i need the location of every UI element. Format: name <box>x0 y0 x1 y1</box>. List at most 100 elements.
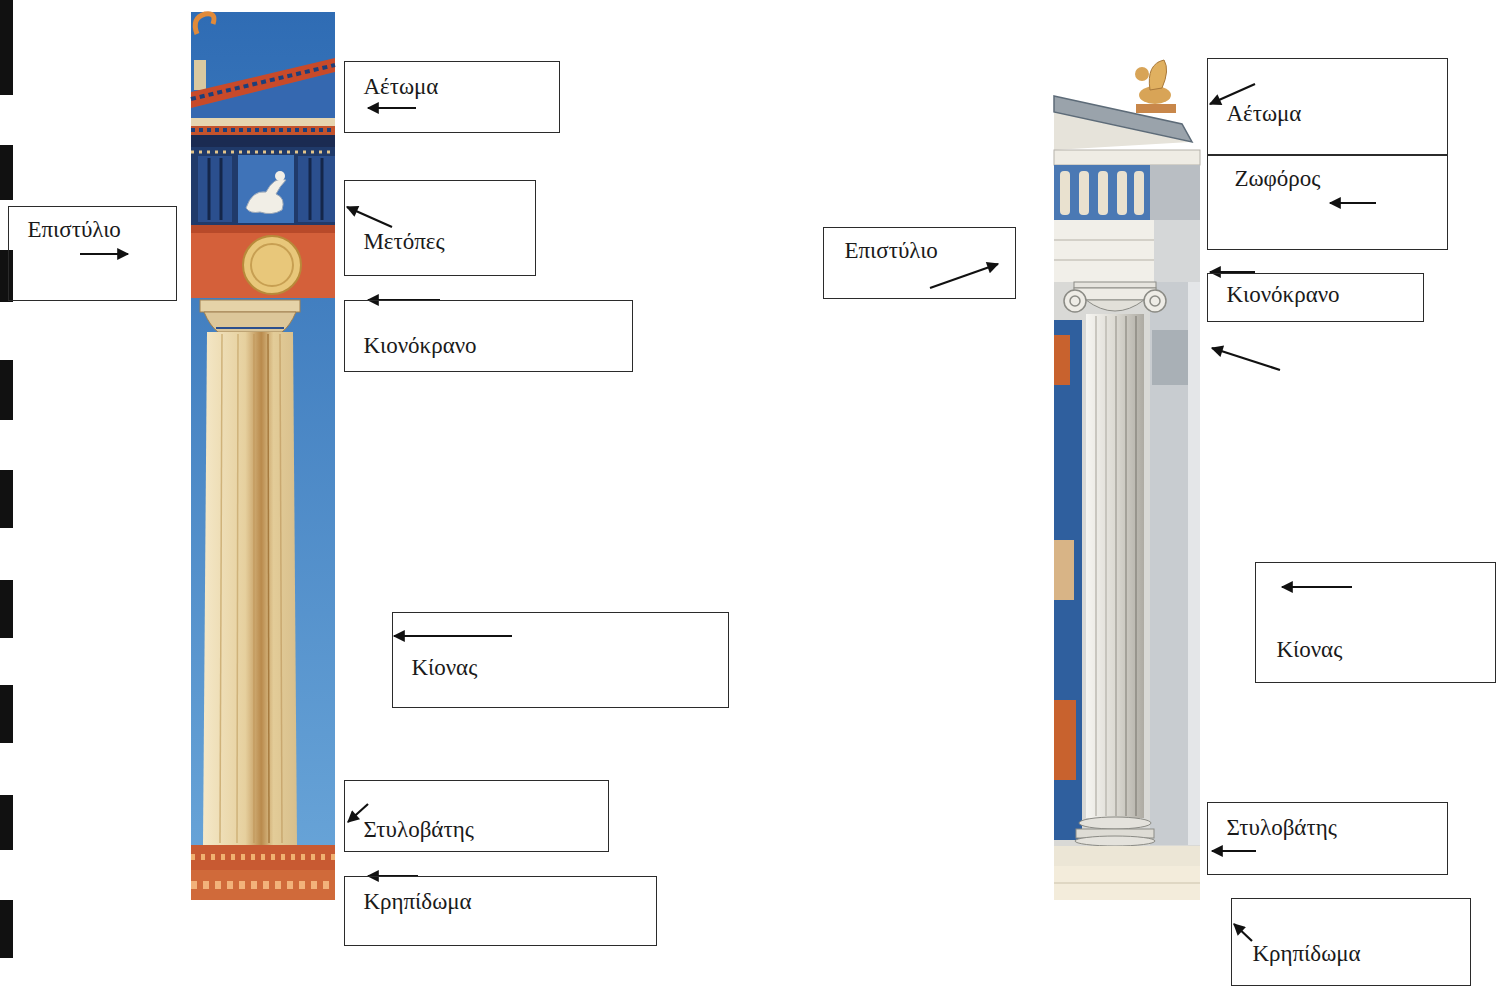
frieze-figure <box>1098 171 1108 215</box>
label-box: Κιονόκρανο <box>1207 273 1424 322</box>
leader-arrow <box>1330 202 1376 204</box>
painted-wall <box>1054 320 1082 840</box>
metope <box>238 155 294 223</box>
label-box: Στυλοβάτης <box>344 780 609 852</box>
wall-background <box>1054 150 1200 900</box>
volute-eye <box>1070 296 1080 306</box>
part-label: Επιστύλιο <box>27 217 120 243</box>
part-label: Στυλοβάτης <box>363 817 473 843</box>
flute <box>1115 316 1117 816</box>
fascia-line <box>1054 239 1154 241</box>
roof-sima <box>191 58 335 108</box>
painted-figure <box>1054 540 1074 600</box>
architrave <box>191 233 335 298</box>
binding-mark <box>0 580 13 638</box>
triglyph-groove <box>321 158 324 220</box>
leader-arrow <box>1212 348 1280 370</box>
frieze-figure <box>1117 171 1127 215</box>
fascia-line <box>1054 259 1154 261</box>
column-base-torus <box>1075 836 1155 846</box>
binding-mark <box>0 145 13 200</box>
part-label: Αέτωμα <box>1226 101 1301 127</box>
triglyph <box>198 156 232 222</box>
dentils <box>191 128 335 132</box>
label-box: Κρηπίδωμα <box>1231 898 1471 986</box>
binding-mark <box>0 795 13 850</box>
leader-arrow <box>368 107 416 109</box>
shield-rim <box>251 244 293 286</box>
part-label: Επιστύλιο <box>844 238 937 264</box>
part-label: Κιονόκρανο <box>1226 282 1339 308</box>
krepidoma-pattern <box>191 881 335 889</box>
part-label: Αέτωμα <box>363 74 438 100</box>
taenia <box>191 225 335 233</box>
binding-marks <box>0 0 13 958</box>
echinus <box>1086 300 1144 311</box>
abacus <box>1074 282 1156 288</box>
flute <box>1125 316 1127 816</box>
flute <box>1105 316 1107 816</box>
part-label: Κίονας <box>411 655 477 681</box>
flute <box>280 334 282 843</box>
part-label: Στυλοβάτης <box>1226 815 1336 841</box>
stylobate <box>191 845 335 870</box>
label-box: Στυλοβάτης <box>1207 802 1448 875</box>
label-box: Μετόπες <box>344 180 536 276</box>
side-wall <box>1150 165 1200 845</box>
flute <box>1095 316 1097 816</box>
flute <box>1135 316 1137 816</box>
sky-background <box>191 12 335 900</box>
cornice <box>1054 150 1200 165</box>
leader-arrows <box>80 84 1376 941</box>
leader-arrow <box>394 635 512 637</box>
akroterion-base <box>194 60 206 90</box>
roof-tiles <box>191 65 335 99</box>
architrave <box>1054 220 1154 282</box>
krepidoma <box>191 870 335 900</box>
flute <box>220 334 222 843</box>
label-box: Ζωφόρος <box>1207 155 1448 250</box>
leader-arrow <box>1234 924 1252 941</box>
stylobate-pattern <box>191 854 335 860</box>
label-box: Επιστύλιο <box>823 227 1016 299</box>
label-box: Κίονας <box>1255 562 1496 683</box>
leader-arrow <box>347 207 392 227</box>
sphinx-head <box>1135 67 1149 81</box>
krepidoma-step <box>1054 882 1200 884</box>
binding-mark <box>0 0 13 95</box>
label-box: Κίονας <box>392 612 729 708</box>
leader-arrow <box>1210 84 1255 104</box>
abacus <box>200 300 300 312</box>
binding-mark <box>0 470 13 528</box>
triglyph-groove <box>220 158 223 220</box>
part-label: Κίονας <box>1276 637 1342 663</box>
frieze-band <box>191 135 335 147</box>
frieze-side <box>1150 165 1200 220</box>
frieze-figure <box>1060 171 1070 215</box>
binding-mark <box>0 685 13 743</box>
label-box: Επιστύλιο <box>8 206 177 301</box>
sphinx-wing <box>1149 60 1166 90</box>
leader-arrow <box>930 264 998 288</box>
volute-eye <box>1150 296 1160 306</box>
volute <box>1144 290 1166 312</box>
guttae <box>191 151 335 154</box>
label-box: Αέτωμα <box>1207 58 1448 155</box>
painted-figure <box>1054 700 1076 780</box>
leader-arrow <box>1212 850 1256 852</box>
sphinx-base <box>1136 104 1176 113</box>
flute <box>253 334 255 843</box>
part-label: Κρηπίδωμα <box>363 889 471 915</box>
roof-cornice <box>1054 96 1192 142</box>
annulet <box>216 327 284 329</box>
label-box: Αέτωμα <box>344 61 560 133</box>
label-box: Κρηπίδωμα <box>344 876 657 946</box>
cornice-band <box>191 126 335 135</box>
akroterion <box>195 14 214 34</box>
part-label: Κρηπίδωμα <box>1252 941 1360 967</box>
part-label: Μετόπες <box>363 229 444 255</box>
leader-arrow <box>80 253 128 255</box>
part-label: Ζωφόρος <box>1234 166 1320 192</box>
